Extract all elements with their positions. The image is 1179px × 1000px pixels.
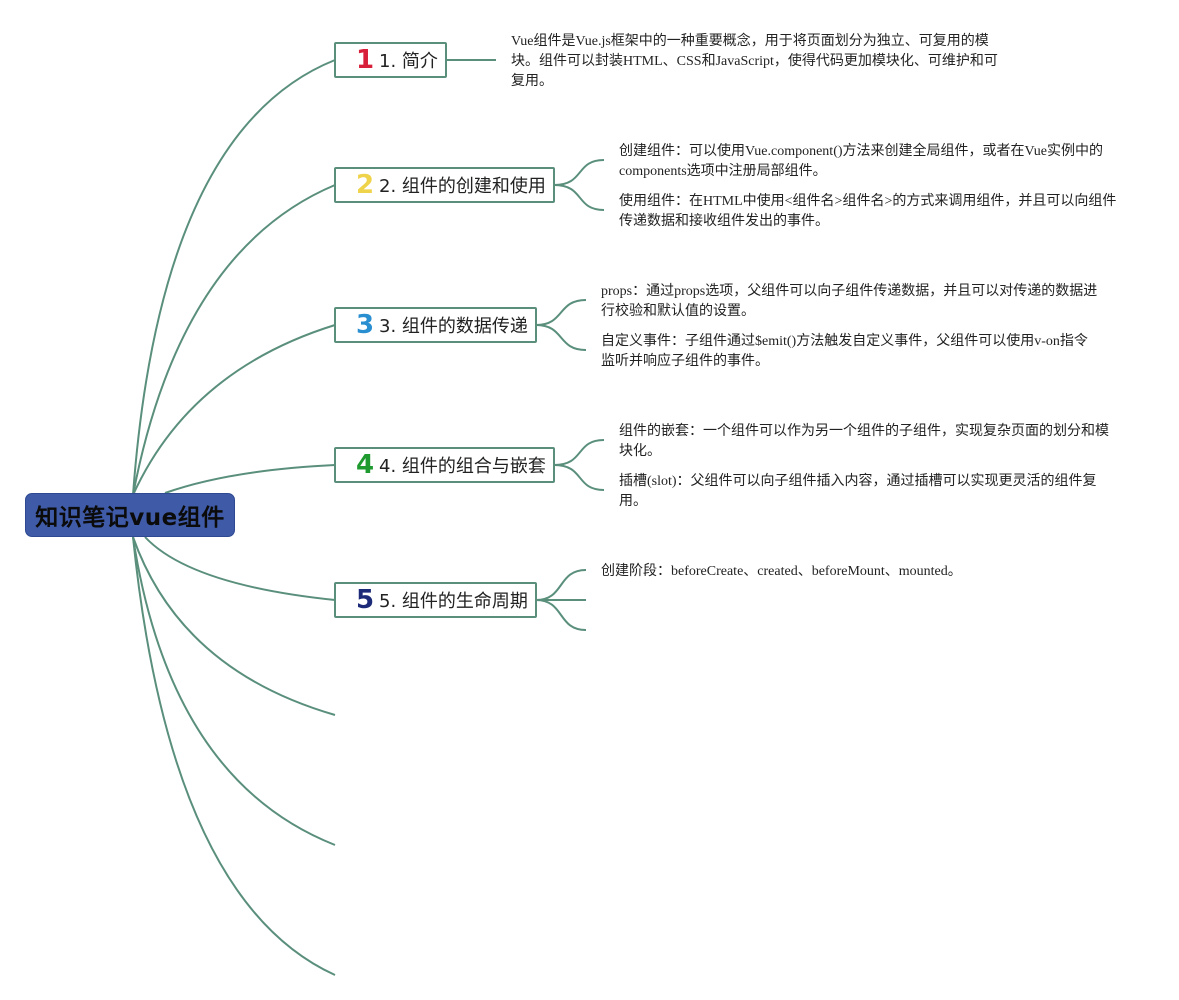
branch-topic-4[interactable]: 4 4. 组件的组合与嵌套 — [334, 447, 555, 483]
link-branch-3-note-1 — [535, 299, 587, 326]
link-root-branch-3 — [132, 324, 336, 496]
link-root-branch-2 — [132, 184, 336, 496]
root-topic[interactable]: 知识笔记vue组件 — [25, 493, 235, 537]
link-branch-4-note-2 — [553, 464, 605, 491]
note-4-2[interactable]: 插槽(slot)：父组件可以向子组件插入内容，通过插槽可以实现更灵活的组件复用。 — [619, 474, 1097, 509]
link-branch-3-note-2 — [535, 324, 587, 351]
branch-topic-2[interactable]: 2 2. 组件的创建和使用 — [334, 167, 555, 203]
number-4-icon: 4 — [355, 450, 375, 480]
branch-topic-label: 2. 组件的创建和使用 — [379, 176, 546, 197]
branch-topic-3[interactable]: 3 3. 组件的数据传递 — [334, 307, 537, 343]
link-root-empty-2 — [132, 536, 336, 846]
number-3-icon: 3 — [355, 310, 375, 340]
branch-topic-1[interactable]: 1 1. 简介 — [334, 42, 447, 78]
number-5-icon: 5 — [355, 585, 375, 615]
link-branch-5-note-3 — [535, 599, 587, 631]
link-root-branch-4 — [164, 464, 336, 494]
link-root-branch-5 — [144, 536, 336, 601]
note-4-1[interactable]: 组件的嵌套：一个组件可以作为另一个组件的子组件，实现复杂页面的划分和模块化。 — [619, 424, 1109, 459]
link-branch-2-note-2 — [553, 184, 605, 211]
branch-topic-label: 5. 组件的生命周期 — [379, 591, 528, 612]
link-branch-4-note-1 — [553, 439, 605, 466]
note-5-1[interactable]: 创建阶段：beforeCreate、created、beforeMount、mo… — [601, 564, 962, 579]
link-branch-5-note-1 — [535, 569, 587, 601]
link-root-empty-1 — [132, 536, 336, 716]
note-3-2[interactable]: 自定义事件：子组件通过$emit()方法触发自定义事件，父组件可以使用v-on指… — [601, 334, 1088, 369]
branch-topic-label: 4. 组件的组合与嵌套 — [379, 456, 546, 477]
number-1-icon: 1 — [355, 45, 375, 75]
link-root-empty-3 — [132, 536, 336, 976]
branch-topic-label: 1. 简介 — [379, 51, 438, 72]
branch-topic-5[interactable]: 5 5. 组件的生命周期 — [334, 582, 537, 618]
note-2-2[interactable]: 使用组件：在HTML中使用<组件名>组件名>的方式来调用组件，并且可以向组件传递… — [619, 194, 1117, 229]
note-3-1[interactable]: props：通过props选项，父组件可以向子组件传递数据，并且可以对传递的数据… — [601, 284, 1098, 319]
root-topic-label: 知识笔记vue组件 — [35, 505, 225, 531]
link-branch-2-note-1 — [553, 159, 605, 186]
branch-topic-label: 3. 组件的数据传递 — [379, 316, 528, 337]
note-1-1[interactable]: Vue组件是Vue.js框架中的一种重要概念，用于将页面划分为独立、可复用的模块… — [511, 34, 998, 89]
note-2-1[interactable]: 创建组件：可以使用Vue.component()方法来创建全局组件，或者在Vue… — [619, 144, 1103, 179]
link-root-branch-1 — [132, 59, 336, 496]
number-2-icon: 2 — [355, 170, 375, 200]
